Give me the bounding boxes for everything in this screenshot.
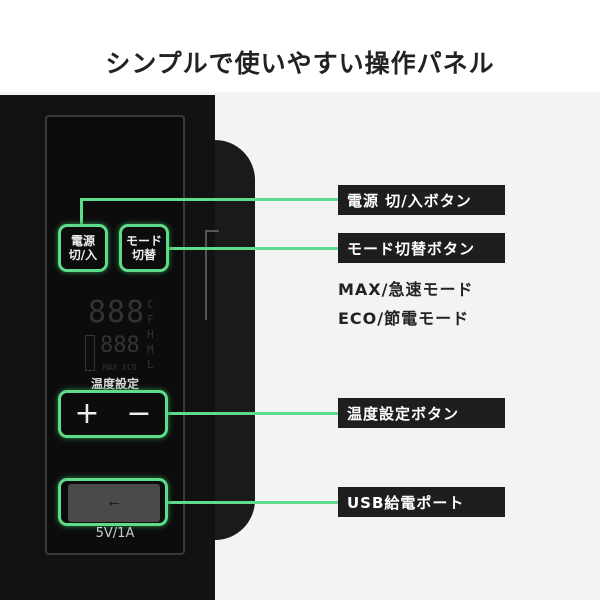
usb-port: ⭠: [68, 484, 160, 522]
mode-button[interactable]: モード 切替: [119, 224, 169, 272]
temp-buttons: + −: [58, 390, 168, 438]
unit: C: [147, 298, 154, 311]
unit: M: [147, 343, 154, 356]
lcd-units: C F H M L: [147, 297, 159, 372]
unit: F: [147, 313, 154, 326]
lcd-modes: MAX ECO: [103, 363, 137, 372]
page-title: シンプルで使いやすい操作パネル: [105, 49, 495, 78]
power-button[interactable]: 電源 切/入: [58, 224, 108, 272]
power-callout-line: [80, 198, 83, 226]
header: シンプルで使いやすい操作パネル: [0, 0, 600, 92]
usb-rating: 5V/1A: [95, 526, 135, 541]
temp-setting-label: 温度設定: [90, 377, 139, 391]
callout-mode: モード切替ボタン: [338, 233, 505, 263]
battery-icon: [85, 335, 95, 371]
callout-power: 電源 切/入ボタン: [338, 185, 505, 215]
lcd-display: 888 888 MAX ECO C F H M L: [85, 295, 165, 380]
side-switch: [205, 230, 219, 320]
plus-button[interactable]: +: [74, 396, 100, 431]
lcd-big-digits: 888: [88, 295, 146, 330]
minus-button[interactable]: −: [126, 396, 152, 431]
callout-temp: 温度設定ボタン: [338, 398, 505, 428]
mode-eco-text: ECO/節電モード: [338, 309, 470, 328]
usb-icon: ⭠: [108, 495, 120, 511]
callout-usb: USB給電ポート: [338, 487, 505, 517]
usb-highlight: [58, 478, 168, 526]
temp-callout-line: [168, 412, 338, 415]
power-callout-line: [80, 198, 338, 201]
mode-max-text: MAX/急速モード: [338, 280, 474, 299]
unit: L: [147, 358, 154, 371]
unit: H: [147, 328, 154, 341]
lcd-small-digits: 888: [100, 333, 140, 358]
mode-callout-line: [168, 247, 338, 250]
usb-callout-line: [168, 501, 338, 504]
